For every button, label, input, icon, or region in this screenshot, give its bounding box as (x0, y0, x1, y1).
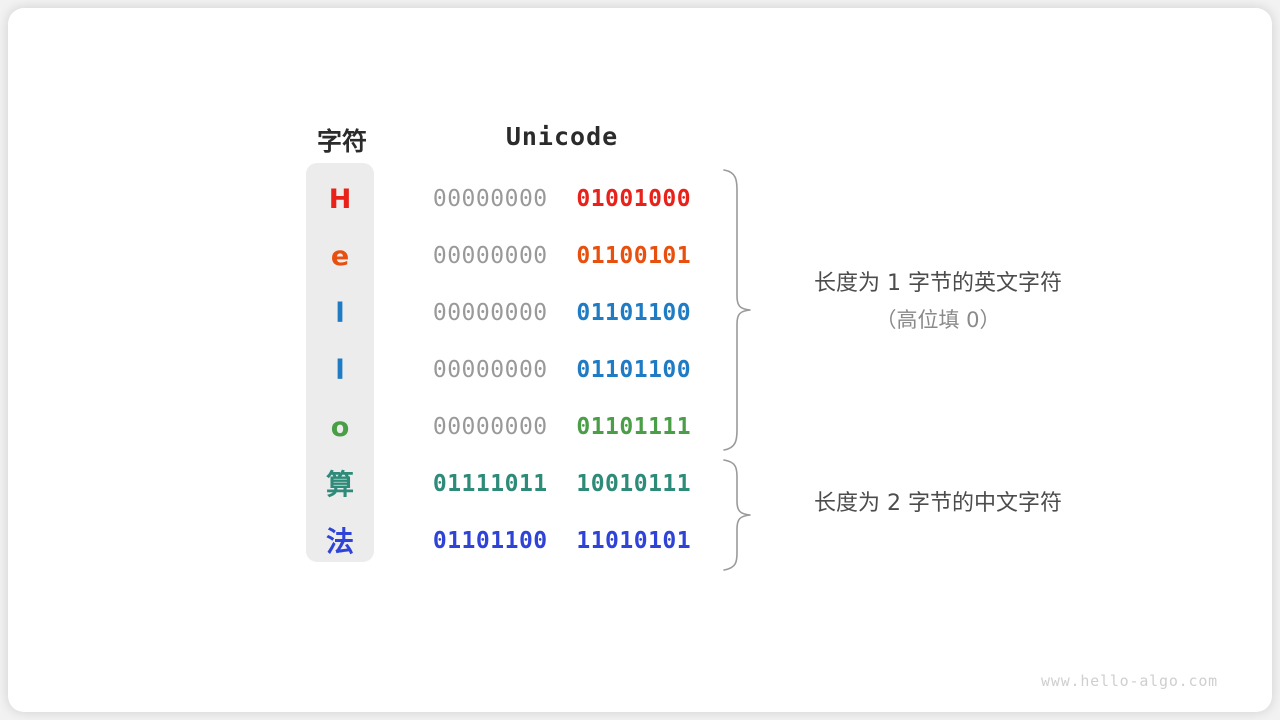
brace-chinese-group (723, 459, 751, 571)
brace-english-group (723, 169, 751, 451)
annotation-chinese-main: 长度为 2 字节的中文字符 (814, 491, 1062, 516)
row-character: o (330, 412, 350, 443)
row-unicode-bits: 00000000 01101100 (422, 342, 702, 399)
row-character: e (330, 241, 350, 272)
byte-separator (548, 300, 577, 326)
high-byte: 00000000 (432, 243, 548, 269)
high-byte: 01101100 (432, 528, 548, 554)
low-byte: 01101100 (576, 357, 692, 383)
column-header-unicode: Unicode (505, 122, 619, 151)
annotation-chinese-characters: 长度为 2 字节的中文字符 (768, 486, 1108, 522)
byte-separator (548, 414, 577, 440)
row-unicode-bits: 00000000 01101111 (422, 399, 702, 456)
column-header-character: 字符 (316, 128, 367, 156)
byte-separator (548, 357, 577, 383)
high-byte: 00000000 (432, 414, 548, 440)
figure-card: 字符 Unicode H 00000000 01001000 e 00000000 0… (8, 8, 1272, 712)
row-unicode-bits: 00000000 01001000 (422, 171, 702, 228)
high-byte: 00000000 (432, 300, 548, 326)
watermark-url: www.hello-algo.com (1041, 672, 1218, 690)
row-unicode-bits: 00000000 01100101 (422, 228, 702, 285)
high-byte: 00000000 (432, 186, 548, 212)
byte-separator (548, 243, 577, 269)
low-byte: 10010111 (576, 471, 692, 497)
row-character: 法 (325, 525, 354, 558)
annotation-english-main: 长度为 1 字节的英文字符 (814, 271, 1062, 296)
unicode-encoding-diagram: 字符 Unicode H 00000000 01001000 e 00000000 0… (8, 8, 1272, 712)
low-byte: 01001000 (576, 186, 692, 212)
high-byte: 01111011 (432, 471, 548, 497)
row-character: 算 (325, 468, 354, 501)
low-byte: 11010101 (576, 528, 692, 554)
row-unicode-bits: 00000000 01101100 (422, 285, 702, 342)
low-byte: 01101111 (576, 414, 692, 440)
annotation-english-sub: （高位填 0） (875, 308, 1001, 332)
byte-separator (548, 186, 577, 212)
byte-separator (548, 528, 577, 554)
row-unicode-bits: 01111011 10010111 (422, 456, 702, 513)
row-character: l (335, 355, 345, 386)
row-unicode-bits: 01101100 11010101 (422, 513, 702, 570)
low-byte: 01100101 (576, 243, 692, 269)
annotation-english-characters: 长度为 1 字节的英文字符 （高位填 0） (768, 266, 1108, 338)
high-byte: 00000000 (432, 357, 548, 383)
row-character: H (328, 184, 352, 215)
low-byte: 01101100 (576, 300, 692, 326)
character-column-background (306, 163, 374, 562)
row-character: l (335, 298, 345, 329)
byte-separator (548, 471, 577, 497)
